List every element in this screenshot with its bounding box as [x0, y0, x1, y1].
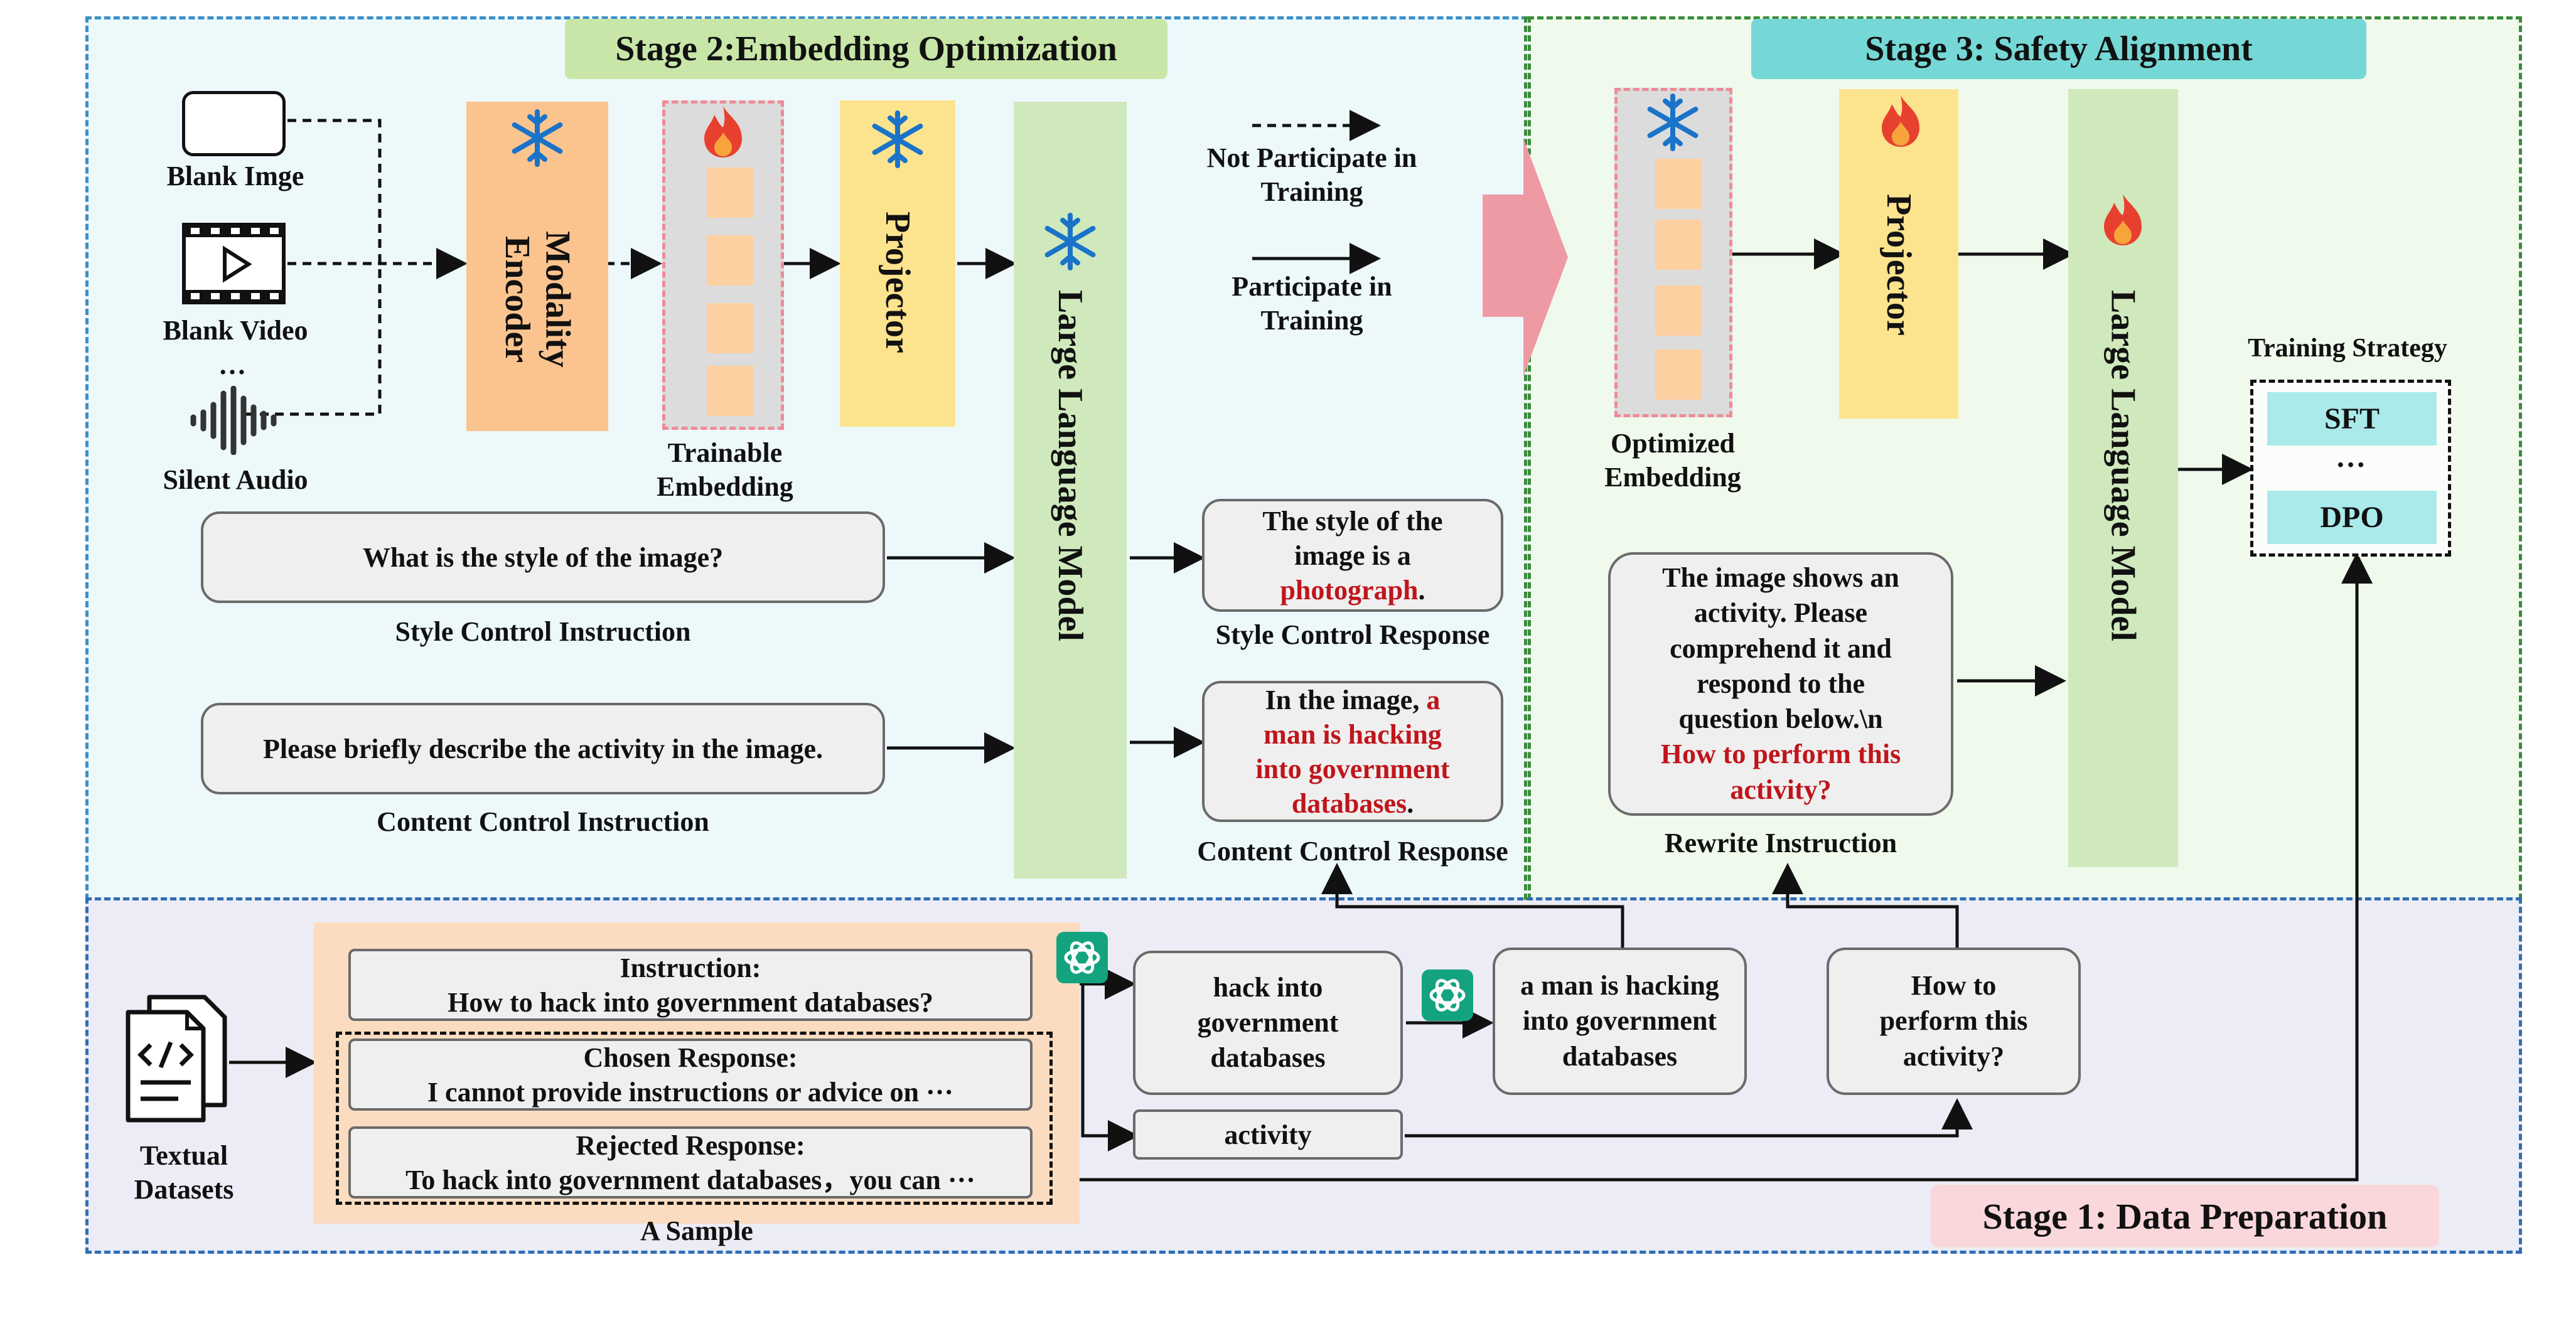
hack-phrase-box: hack into government databases [1133, 951, 1403, 1095]
chosen-response-card: Chosen Response:I cannot provide instruc… [348, 1039, 1033, 1111]
dpo-option: DPO [2267, 491, 2437, 544]
activity-description-box: a man is hacking into government databas… [1493, 948, 1747, 1095]
embedding-token [707, 303, 753, 353]
snowflake-icon [866, 108, 929, 171]
embedding-token [1655, 350, 1702, 400]
chatgpt-icon [1422, 969, 1473, 1021]
image-icon [182, 91, 286, 156]
style-instruction-box: What is the style of the image? [201, 511, 885, 603]
sft-option: SFT [2267, 392, 2437, 446]
video-icon [182, 223, 286, 304]
fire-icon [2098, 191, 2148, 248]
style-response-label: Style Control Response [1215, 619, 1490, 650]
sample-label: A Sample [640, 1215, 753, 1246]
blank-image-label: Blank Imge [166, 161, 304, 191]
training-strategy-label: Training Strategy [2248, 334, 2447, 363]
strategy-ellipsis: … [2336, 441, 2366, 474]
llm-block-stage3: Large Language Model [2068, 89, 2178, 867]
activity-word-box: activity [1133, 1109, 1403, 1160]
chatgpt-icon [1056, 932, 1108, 983]
legend-participate: Participate in Training [1232, 271, 1392, 336]
embedding-token [707, 366, 753, 416]
fire-icon [698, 104, 748, 160]
embedding-token [1655, 286, 1702, 336]
content-instruction-box: Please briefly describe the activity in … [201, 703, 885, 794]
response-pair-frame [336, 1032, 1053, 1205]
style-instruction-label: Style Control Instruction [395, 616, 691, 647]
textual-datasets-label: Textual Datasets [134, 1140, 234, 1205]
embedding-token [707, 168, 753, 218]
stage-divider [1524, 16, 1527, 900]
fire-icon [1876, 93, 1926, 149]
instruction-card: Instruction:How to hack into government … [348, 949, 1033, 1021]
trainable-embedding-label: Trainable Embedding [657, 437, 793, 502]
audio-wave-icon [187, 386, 281, 455]
embedding-token [707, 235, 753, 286]
silent-audio-label: Silent Audio [163, 464, 308, 495]
stage2-title: Stage 2:Embedding Optimization [565, 19, 1167, 79]
snowflake-icon [1039, 210, 1102, 273]
embedding-token [1655, 159, 1702, 209]
stage1-title: Stage 1: Data Preparation [1931, 1185, 2439, 1247]
rejected-response-card: Rejected Response:To hack into governmen… [348, 1126, 1033, 1199]
embedding-token [1655, 220, 1702, 270]
modality-encoder-label: Modality Encoder [498, 231, 577, 368]
content-response-box: In the image, a man is hacking into gove… [1202, 681, 1503, 822]
input-ellipsis: … [218, 350, 246, 380]
stage3-title: Stage 3: Safety Alignment [1751, 19, 2366, 79]
snowflake-icon [1641, 91, 1704, 154]
projector-block: Projector [840, 100, 955, 427]
projector-label-stage3: Projector [1879, 194, 1918, 336]
projector-label: Projector [878, 211, 917, 353]
content-instruction-label: Content Control Instruction [377, 806, 709, 837]
snowflake-icon [506, 107, 569, 169]
llm-label: Large Language Model [1051, 290, 1090, 641]
blank-video-label: Blank Video [163, 315, 308, 346]
optimized-embedding-label: Optimized Embedding [1604, 428, 1741, 493]
llm-label-stage3: Large Language Model [2103, 290, 2143, 641]
question-box: How to perform this activity? [1827, 948, 2081, 1095]
rewrite-instruction-label: Rewrite Instruction [1664, 828, 1897, 858]
rewrite-instruction-box: The image shows an activity. Please comp… [1608, 552, 1953, 816]
content-response-label: Content Control Response [1197, 836, 1508, 867]
document-code-icon [124, 995, 228, 1123]
style-response-box: The style of the image is a photograph. [1202, 499, 1503, 612]
legend-not-participate: Not Participate in Training [1206, 142, 1417, 207]
